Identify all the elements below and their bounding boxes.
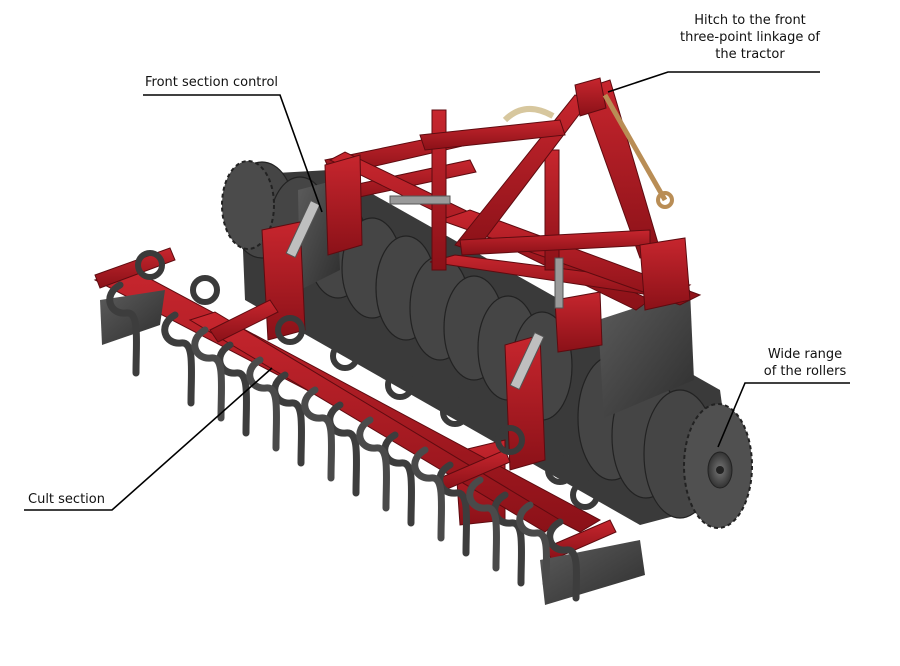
leader-lines xyxy=(24,71,850,511)
top-link xyxy=(502,93,674,209)
leader-wide-range xyxy=(717,382,850,448)
front-section-control-label: Front section control xyxy=(145,75,279,90)
wide-range-label: Wide range of the rollers xyxy=(745,346,865,380)
wide-range-label-line-1: Wide range xyxy=(767,347,843,362)
leader-cult-section xyxy=(24,367,273,511)
cult-section-label: Cult section xyxy=(28,492,105,507)
hitch-label-line-3: the tractor xyxy=(715,47,785,62)
right-skid xyxy=(540,540,645,605)
front-section-control-spring xyxy=(285,195,564,391)
tines-rear-row xyxy=(106,281,581,602)
roller-end-disc xyxy=(683,403,753,529)
leader-hitch xyxy=(607,71,820,93)
hitch-label-line-1: Hitch to the front xyxy=(694,13,806,28)
tine-coils xyxy=(135,250,600,510)
cultivator-tine-section xyxy=(93,247,645,605)
leader-front-section-control xyxy=(143,94,323,213)
wide-range-label-line-2: of the rollers xyxy=(763,364,847,379)
right-side-plate xyxy=(598,290,694,418)
roller-left-end-disc xyxy=(221,160,275,250)
hitch-label: Hitch to the front three-point linkage o… xyxy=(660,12,840,63)
main-frame xyxy=(261,77,702,526)
hitch-label-line-2: three-point linkage of xyxy=(679,30,820,45)
tines-front-row xyxy=(191,326,551,587)
